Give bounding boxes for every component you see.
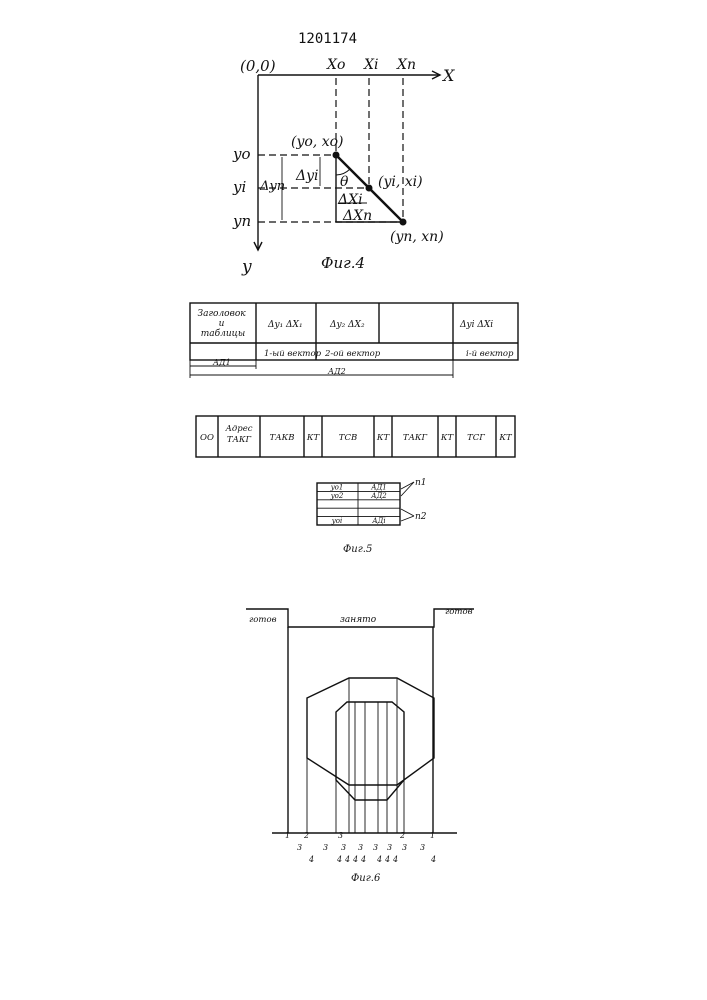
fig4-caption: Фиг.4 (321, 254, 365, 272)
record-cell: ТСГ (467, 433, 485, 443)
tick-1-left: 1 (285, 831, 290, 840)
figure-5: Заголовок и таблицы Δy₁ ΔX₁ Δy₂ ΔX₂ Δyi … (190, 303, 518, 555)
p2-leader-1 (401, 509, 414, 516)
digit-three: 3 (358, 843, 363, 852)
tick-2-left: 2 (303, 831, 309, 840)
fig5-caption: Фиг.5 (343, 544, 372, 555)
y-axis-label: y (241, 257, 252, 277)
busy-label: занято (340, 615, 377, 625)
digit-four: 4 (376, 855, 382, 864)
header-line-2: и (219, 319, 225, 329)
small-table-cell: yo1 (330, 483, 344, 491)
outer-octagon (307, 678, 434, 785)
small-table-cell: АДi (371, 517, 385, 525)
digit-four: 4 (384, 855, 390, 864)
digit-three: 3 (341, 843, 346, 852)
tick-1-right: 1 (430, 831, 435, 840)
y-tick-yo: yo (232, 145, 251, 163)
record-cell-line: Адрес (224, 424, 252, 434)
right-ready-label: готов (445, 607, 473, 617)
record-cell: ТСВ (339, 433, 357, 443)
header-line-3: таблицы (201, 328, 246, 339)
small-table (317, 483, 400, 525)
cell-vector-2: Δy₂ ΔX₂ (329, 320, 365, 330)
figure-6: готов занято готов 1 2 3 2 1 33333333 44… (246, 607, 474, 884)
x-tick-xn: Xn (396, 57, 416, 73)
point-n-label: (yn, xn) (390, 229, 444, 245)
small-table-cell: АД2 (370, 492, 387, 500)
x-tick-xo: Xo (326, 57, 345, 73)
delta-yi-label: Δyi (295, 168, 319, 184)
record-cells: ООАдресТАКГТАКВКТТСВКТТАКГКТТСГКТ (200, 416, 513, 457)
cell-vector-1: Δy₁ ΔX₁ (267, 320, 303, 330)
digit-three: 3 (402, 843, 407, 852)
table-header-cell: Заголовок и таблицы (198, 309, 249, 339)
p2-label: п2 (415, 512, 427, 522)
point-n (400, 219, 407, 226)
record-cell-line: ТАКГ (227, 435, 252, 445)
p1-label: п1 (415, 478, 427, 488)
digit-four: 4 (392, 855, 398, 864)
record-cell: КТ (440, 433, 455, 443)
small-table-cell: yoi (331, 517, 342, 525)
digit-three: 3 (323, 843, 328, 852)
small-table-cell: yo2 (330, 492, 344, 500)
y-tick-yn: yn (232, 212, 251, 230)
label-vector-1: 1-ый вектор (264, 349, 322, 359)
figure-4: (0,0) X y Xo Xi Xn yo yi yn (yo, xo) (yi… (232, 57, 455, 277)
record-cell: ОО (200, 433, 214, 443)
delta-xn-label: ΔXn (342, 208, 372, 224)
x-axis-label: X (441, 66, 455, 85)
record-cell: КТ (376, 433, 391, 443)
point-i (366, 185, 373, 192)
tick-2-right: 2 (399, 831, 405, 840)
theta-label: θ (340, 174, 349, 190)
cell-vector-i: Δyi ΔXi (459, 320, 493, 330)
digit-four: 4 (308, 855, 314, 864)
digit-three: 3 (297, 843, 302, 852)
tick-3: 3 (338, 831, 343, 840)
p1-leader-1 (401, 482, 414, 489)
p2-leader-2 (401, 516, 414, 521)
ad2-label: АД2 (327, 367, 346, 376)
record-cell: ТАКВ (270, 433, 295, 443)
digit-four: 4 (344, 855, 350, 864)
digit-three: 3 (387, 843, 392, 852)
delta-yn-label: Δyn (259, 179, 285, 194)
delta-xi-label: ΔXi (337, 192, 363, 208)
p1-leader-2 (401, 482, 414, 496)
digit-four: 4 (360, 855, 366, 864)
left-ready-label: готов (249, 615, 277, 625)
point-0-label: (yo, xo) (291, 134, 344, 150)
point-0 (333, 152, 340, 159)
digit-three: 3 (420, 843, 425, 852)
small-table-rows: yo1 АД1 yo2 АД2 yoi АДi (317, 483, 400, 525)
point-i-label: (yi, xi) (378, 174, 423, 190)
fig6-caption: Фиг.6 (351, 873, 381, 884)
digit-four: 4 (336, 855, 342, 864)
label-vector-2: 2-ой вектор (324, 349, 381, 359)
ad1-label: АД1 (212, 358, 231, 367)
patent-number: 1201174 (298, 31, 357, 47)
small-table-cell: АД1 (370, 483, 386, 491)
row-threes: 33333333 (297, 843, 425, 852)
origin-label: (0,0) (240, 57, 276, 75)
record-cell: КТ (306, 433, 321, 443)
x-tick-xi: Xi (363, 57, 378, 73)
digit-three: 3 (373, 843, 378, 852)
digit-four: 4 (352, 855, 358, 864)
header-line-1: Заголовок (198, 309, 247, 319)
y-tick-yi: yi (232, 178, 246, 196)
row-fours: 444444444 (308, 855, 436, 864)
label-vector-i: i-й вектор (466, 349, 514, 359)
record-cell: КТ (498, 433, 513, 443)
digit-four: 4 (430, 855, 436, 864)
record-cell: ТАКГ (403, 433, 428, 443)
